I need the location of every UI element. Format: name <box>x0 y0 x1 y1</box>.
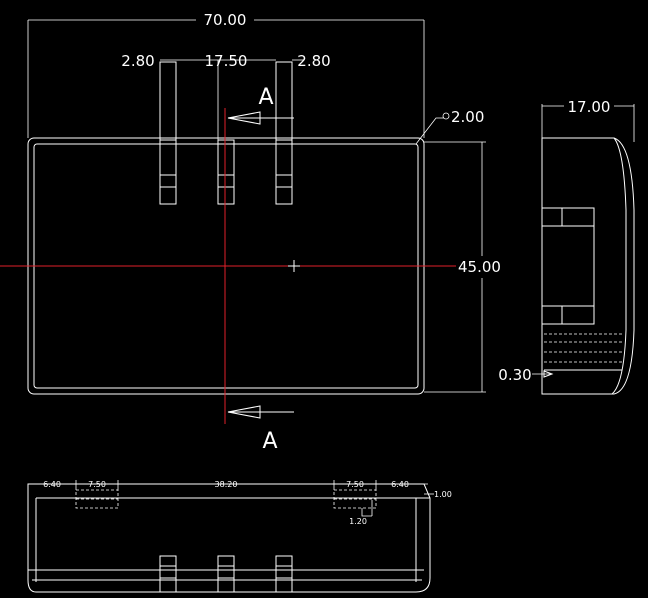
bottom-body-outline <box>27 483 431 593</box>
pin-right-dimension: 2.80 <box>297 52 330 70</box>
side-notch-top <box>541 207 595 227</box>
bottom-pin-center <box>217 555 235 593</box>
bottom-dim-g-leader <box>361 508 372 517</box>
bottom-dim-a: 6.40 <box>43 480 61 489</box>
side-body-outline <box>541 137 635 395</box>
front-view: 70.00 2.80 17.50 2.80 2.00 45.00 A <box>0 11 501 454</box>
pin-right <box>275 61 293 205</box>
pin-left-dimension: 2.80 <box>121 52 154 70</box>
section-label-top: A <box>258 85 273 110</box>
pin-center <box>217 139 235 205</box>
bottom-pin-right <box>275 555 293 593</box>
side-body-inner-curve <box>611 137 627 395</box>
depth-dimension: 17.00 <box>568 98 611 116</box>
bottom-dim-c: 38.20 <box>215 480 238 489</box>
wall-dimension: 0.30 <box>498 366 531 384</box>
height-dimension: 45.00 <box>458 258 501 276</box>
bottom-view: 6.40 7.50 38.20 7.50 6.40 1.00 1.20 <box>27 480 452 593</box>
bottom-pin-left <box>159 555 177 593</box>
bottom-dim-e: 6.40 <box>391 480 409 489</box>
pin-spacing-dimension: 17.50 <box>205 52 248 70</box>
pin-left <box>159 61 177 205</box>
side-notch-bottom <box>541 305 595 325</box>
side-view: 17.00 0.30 <box>498 98 635 395</box>
radius-leader <box>415 117 444 145</box>
section-arrow-bottom <box>227 405 294 419</box>
bottom-dim-d: 7.50 <box>346 480 364 489</box>
wall-arrow <box>543 370 554 378</box>
section-label-bottom: A <box>262 429 277 454</box>
bottom-dim-b: 7.50 <box>88 480 106 489</box>
radius-symbol <box>442 112 450 120</box>
section-arrow-top <box>227 111 294 125</box>
bottom-dim-f: 1.00 <box>434 490 452 499</box>
radius-dimension: 2.00 <box>451 108 484 126</box>
width-dimension: 70.00 <box>204 11 247 29</box>
bottom-dim-g: 1.20 <box>349 517 367 526</box>
